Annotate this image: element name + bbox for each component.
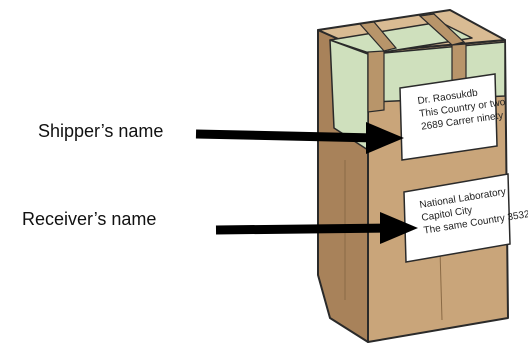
shipper-arrow (195, 122, 404, 154)
receiver-label-card (403, 173, 511, 263)
box-seam (439, 249, 443, 321)
shipper-label-card (399, 73, 498, 161)
strap-left (367, 50, 385, 113)
shipper-name-callout: Shipper’s name (38, 121, 164, 141)
strap-top-right (418, 13, 466, 46)
receiver-arrow (215, 212, 418, 244)
shipper-address-label: Dr. Raosukdb This Country or two 2689 Ca… (399, 73, 507, 161)
strap-top-left (358, 21, 398, 52)
shipping-box (317, 9, 509, 343)
receiver-name-callout: Receiver’s name (22, 209, 157, 229)
